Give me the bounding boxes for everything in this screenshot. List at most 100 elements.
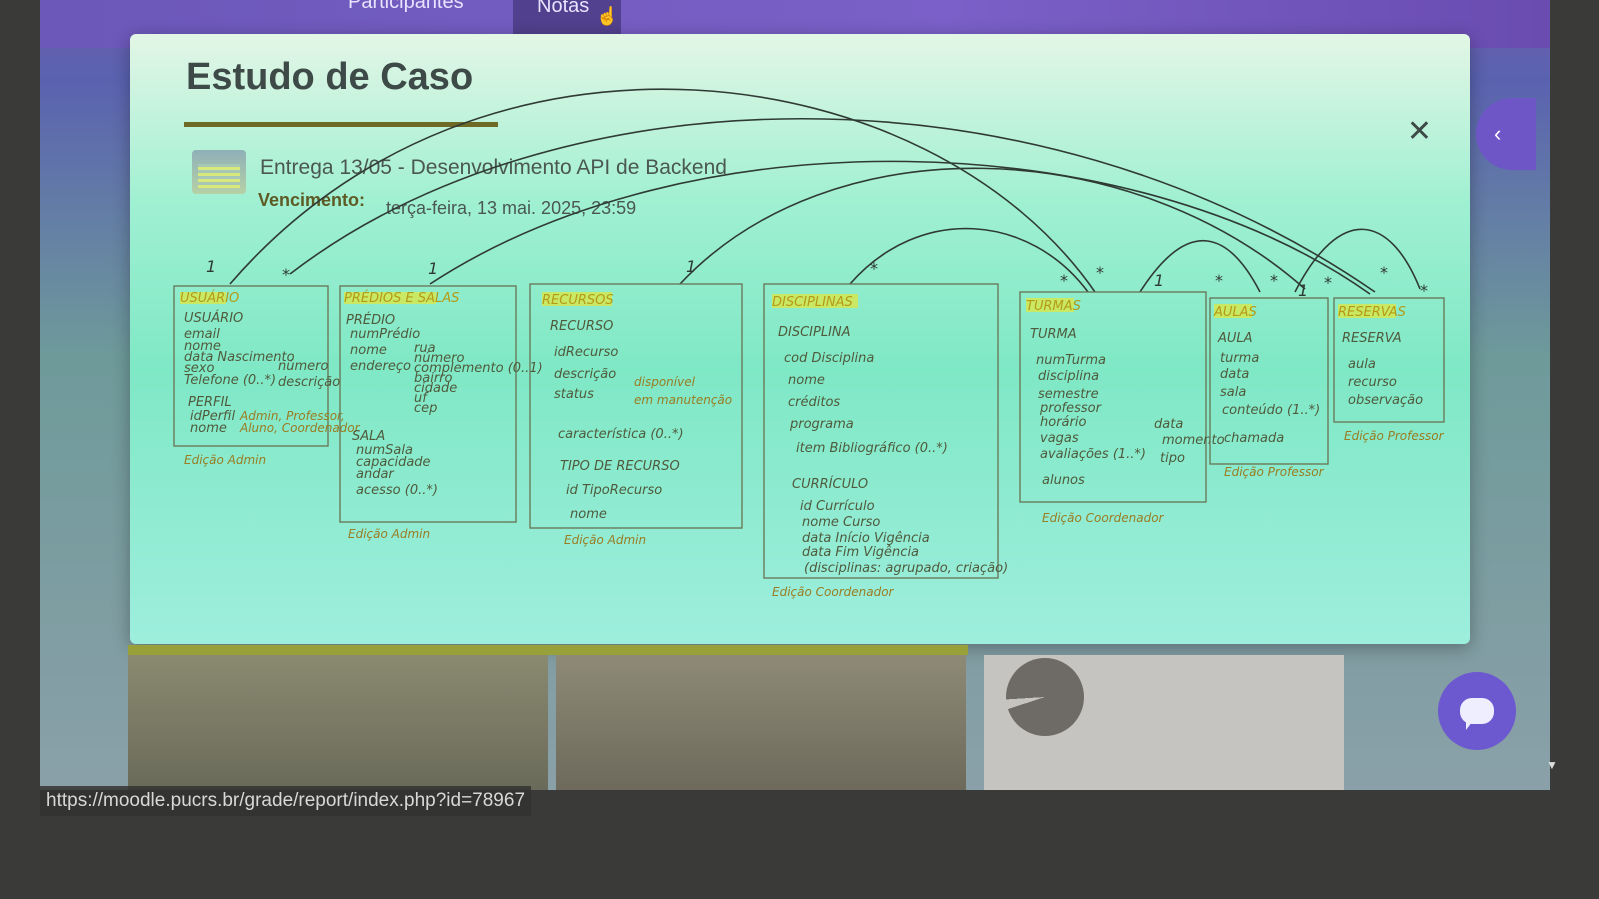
- svg-text:Admin, Professor,: Admin, Professor,: [239, 409, 345, 423]
- svg-text:número: número: [414, 351, 464, 366]
- edit-note-usuario: Edição Admin: [184, 453, 266, 467]
- svg-text:tipo: tipo: [1160, 451, 1185, 466]
- svg-text:avaliações (1..*): avaliações (1..*): [1040, 447, 1146, 462]
- modal-title: Estudo de Caso: [186, 56, 474, 98]
- svg-text:data Início Vigência: data Início Vigência: [802, 531, 930, 546]
- svg-text:CURRÍCULO: CURRÍCULO: [792, 476, 868, 492]
- svg-text:Telefone (0..*): Telefone (0..*): [184, 373, 276, 388]
- svg-text:aula: aula: [1348, 357, 1376, 372]
- hand-cursor-icon: ☝: [596, 6, 619, 26]
- svg-text:email: email: [184, 327, 220, 342]
- svg-text:*: *: [1096, 263, 1104, 282]
- svg-text:nome: nome: [350, 343, 387, 358]
- svg-text:*: *: [1270, 271, 1278, 290]
- svg-text:1: 1: [206, 257, 216, 276]
- svg-text:professor: professor: [1039, 401, 1103, 416]
- entity-box-aulas: AULAS AULA turma data sala conteúdo (1..…: [1209, 297, 1329, 479]
- svg-text:AULAS: AULAS: [1213, 305, 1257, 320]
- svg-text:TURMAS: TURMAS: [1026, 299, 1081, 314]
- svg-text:sala: sala: [1220, 385, 1246, 400]
- svg-text:nome: nome: [788, 373, 825, 388]
- svg-text:cep: cep: [414, 401, 437, 416]
- chat-bubble-icon: [1460, 698, 1494, 730]
- chat-button[interactable]: [1438, 672, 1516, 750]
- entity-box-turmas: TURMAS TURMA numTurma disciplina semestr…: [1019, 291, 1225, 525]
- arc-predios-reservas: [429, 160, 1371, 295]
- svg-text:PERFIL: PERFIL: [188, 395, 232, 410]
- assignment-calendar-icon: [192, 150, 246, 194]
- svg-text:TURMA: TURMA: [1030, 327, 1077, 342]
- entity-box-usuario: USUÁRIO USUÁRIO email nome data Nascimen…: [173, 285, 361, 467]
- svg-text:rua: rua: [414, 341, 436, 356]
- close-button[interactable]: ✕: [1406, 115, 1432, 148]
- svg-text:cidade: cidade: [414, 381, 457, 396]
- svg-text:nome: nome: [570, 507, 607, 522]
- relationship-arcs: [229, 88, 1421, 295]
- svg-text:Edição Professor: Edição Professor: [1344, 429, 1445, 443]
- entity-box-reservas: RESERVAS RESERVA aula recurso observação…: [1333, 297, 1445, 443]
- svg-text:id Currículo: id Currículo: [800, 499, 875, 514]
- svg-text:*: *: [870, 259, 878, 278]
- svg-text:semestre: semestre: [1038, 387, 1099, 402]
- svg-text:SALA: SALA: [352, 429, 385, 444]
- svg-text:Edição Admin: Edição Admin: [564, 533, 646, 547]
- svg-text:data Nascimento: data Nascimento: [184, 350, 295, 365]
- entity-box-recursos: RECURSOS RECURSO idRecurso descrição sta…: [529, 283, 743, 547]
- course-card-photo-2[interactable]: [556, 655, 966, 790]
- arc-recursos-aulas: [679, 167, 1306, 290]
- svg-text:numPrédio: numPrédio: [350, 327, 420, 342]
- svg-text:disponível: disponível: [634, 375, 696, 389]
- svg-text:descrição: descrição: [278, 375, 340, 390]
- svg-text:Edição Admin: Edição Admin: [348, 527, 430, 541]
- svg-text:acesso (0..*): acesso (0..*): [356, 483, 438, 498]
- svg-text:*: *: [1060, 271, 1068, 290]
- svg-text:uf: uf: [414, 391, 429, 406]
- svg-text:capacidade: capacidade: [356, 455, 431, 470]
- svg-text:AULA: AULA: [1217, 331, 1253, 346]
- course-card-photo-1[interactable]: [128, 655, 548, 790]
- arc-disciplinas-turmas: [849, 227, 1089, 293]
- status-bar-url: https://moodle.pucrs.br/grade/report/ind…: [40, 786, 532, 816]
- svg-text:item Bibliográfico (0..*): item Bibliográfico (0..*): [796, 441, 948, 456]
- svg-text:idRecurso: idRecurso: [554, 345, 618, 360]
- svg-text:sexo: sexo: [184, 361, 214, 376]
- svg-text:andar: andar: [356, 467, 395, 482]
- svg-text:Edição Coordenador: Edição Coordenador: [1042, 511, 1165, 525]
- svg-text:em manutenção: em manutenção: [634, 393, 732, 407]
- svg-text:chamada: chamada: [1224, 431, 1284, 446]
- tab-notas[interactable]: Notas: [513, 0, 621, 40]
- pie-chart-icon: [1006, 658, 1084, 736]
- svg-text:nome: nome: [190, 421, 227, 436]
- arc-turmas-aulas: [1139, 239, 1261, 293]
- svg-text:Edição Professor: Edição Professor: [1224, 465, 1325, 479]
- box-title-usuario: USUÁRIO: [180, 290, 239, 306]
- svg-text:*: *: [1420, 281, 1428, 300]
- scroll-down-icon[interactable]: ▼: [1546, 758, 1558, 772]
- svg-text:PRÉDIO: PRÉDIO: [346, 312, 395, 328]
- svg-text:endereço: endereço: [350, 359, 411, 374]
- arc-usuario-reservas: [289, 117, 1376, 293]
- svg-text:*: *: [1215, 271, 1223, 290]
- tab-participantes[interactable]: Participantes: [348, 0, 464, 13]
- svg-text:status: status: [554, 387, 594, 402]
- entity-box-predios-salas: PRÉDIOS E SALAS PRÉDIO numPrédio nome en…: [339, 285, 543, 541]
- svg-text:1: 1: [686, 257, 696, 276]
- title-underline: [184, 122, 498, 127]
- svg-text:créditos: créditos: [788, 395, 840, 410]
- drawer-toggle-button[interactable]: ‹: [1476, 98, 1536, 170]
- svg-text:id TipoRecurso: id TipoRecurso: [566, 483, 662, 498]
- svg-text:complemento (0..1): complemento (0..1): [414, 361, 543, 376]
- arc-aulas-reservas: [1294, 228, 1421, 293]
- svg-text:momento: momento: [1162, 433, 1225, 448]
- svg-text:TIPO DE RECURSO: TIPO DE RECURSO: [560, 459, 680, 474]
- svg-text:nome: nome: [184, 339, 221, 354]
- due-date-label: Vencimento:: [258, 190, 366, 210]
- svg-text:*: *: [1380, 263, 1388, 282]
- svg-text:bairro: bairro: [414, 371, 453, 386]
- svg-text:numTurma: numTurma: [1036, 353, 1106, 368]
- svg-text:observação: observação: [1348, 393, 1423, 408]
- svg-text:data Fim Vigência: data Fim Vigência: [802, 545, 919, 560]
- svg-text:número: número: [278, 359, 328, 374]
- svg-text:disciplina: disciplina: [1038, 369, 1099, 384]
